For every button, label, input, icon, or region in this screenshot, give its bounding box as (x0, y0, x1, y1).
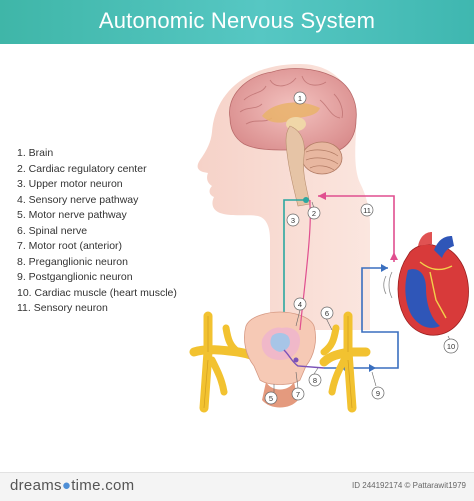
preganglionic-body (293, 357, 299, 363)
marker-4: 4 (293, 297, 307, 327)
post-arrow-1 (369, 364, 376, 372)
marker-9: 9 (371, 371, 385, 400)
anatomy-diagram: 1 2 3 11 4 6 5 7 8 9 (189, 64, 469, 413)
marker-10: 10 (443, 335, 459, 354)
legend-item: 6. Spinal nerve (17, 224, 88, 237)
svg-text:3: 3 (291, 216, 295, 225)
footer-bar: dreams●time.com ID 244192174 © Pattarawi… (0, 472, 474, 501)
upper-motor-neuron-body (303, 197, 309, 203)
legend-item: 4. Sensory nerve pathway (17, 193, 139, 206)
svg-text:8: 8 (313, 376, 317, 385)
svg-text:7: 7 (296, 390, 300, 399)
legend-item: 5. Motor nerve pathway (17, 209, 127, 221)
title-banner: Autonomic Nervous System (0, 0, 474, 44)
brainstem (285, 125, 311, 207)
marker-2: 2 (307, 201, 321, 220)
legend-item: 9. Postganglionic neuron (17, 271, 133, 283)
marker-11: 11 (360, 203, 374, 217)
heart (383, 232, 469, 336)
sensory-neuron-path (318, 195, 395, 262)
image-id: ID 244192174 © Pattarawit1979 (352, 481, 466, 490)
svg-text:5: 5 (269, 394, 273, 403)
spinal-nerve-edges (203, 316, 353, 409)
marker-8: 8 (308, 367, 322, 387)
legend-item: 1. Brain (17, 147, 54, 159)
svg-text:2: 2 (312, 209, 316, 218)
svg-text:10: 10 (447, 342, 455, 351)
svg-text:9: 9 (376, 389, 380, 398)
svg-text:11: 11 (363, 206, 371, 215)
brain-folds (239, 75, 343, 125)
marker-1: 1 (293, 91, 307, 105)
svg-text:4: 4 (298, 300, 302, 309)
legend-item: 3. Upper motor neuron (17, 178, 123, 190)
legend-item: 8. Preganglionic neuron (17, 255, 128, 268)
legend-list: 1. Brain 2. Cardiac regulatory center 3.… (17, 146, 177, 317)
preganglionic-neuron (283, 349, 325, 369)
sensory-arrow-left (318, 192, 326, 200)
marker-3: 3 (286, 213, 300, 227)
corpus-callosum (262, 102, 320, 123)
sensory-arrow-up (390, 252, 398, 260)
postganglionic-path (324, 267, 399, 369)
legend-item: 10. Cardiac muscle (heart muscle) (17, 286, 177, 299)
page-title: Autonomic Nervous System (98, 8, 376, 33)
upper-motor-neuron-path (283, 199, 306, 350)
marker-5: 5 (264, 384, 278, 405)
legend-item: 2. Cardiac regulatory center (17, 162, 147, 175)
svg-text:6: 6 (325, 309, 329, 318)
legend-item: 11. Sensory neuron (17, 302, 108, 314)
marker-6: 6 (320, 306, 334, 331)
vertebra (244, 311, 316, 408)
marker-7: 7 (291, 371, 305, 401)
post-arrow-2 (381, 264, 388, 272)
svg-text:1: 1 (298, 94, 302, 103)
brand-dot: ● (61, 477, 72, 494)
cerebellum (301, 141, 343, 175)
footer-brand: dreams●time.com (10, 477, 135, 494)
legend-item: 7. Motor root (anterior) (17, 240, 123, 252)
